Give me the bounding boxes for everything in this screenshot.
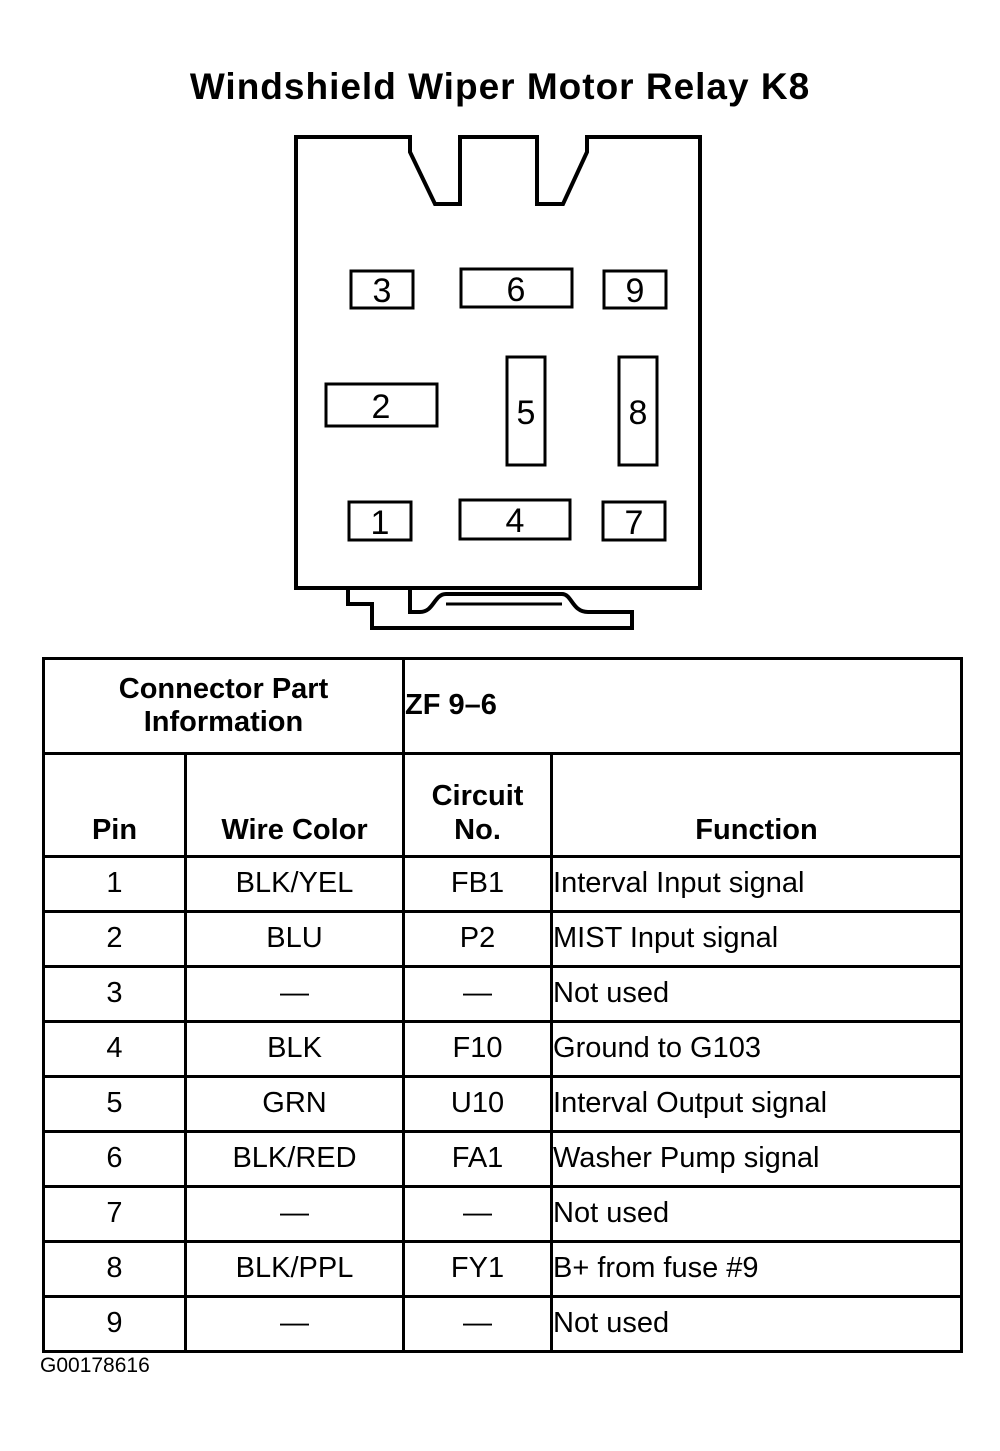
diagram-title: Windshield Wiper Motor Relay K8 — [189, 66, 811, 107]
cell-wire-color: BLK — [183, 1020, 406, 1078]
pin-cavity-4 — [458, 498, 572, 541]
connector-latch — [346, 588, 634, 630]
pin-label-9: 9 — [626, 272, 645, 310]
pin-cavity-9 — [602, 269, 668, 310]
connector-housing — [294, 135, 702, 590]
cell-wire-color: — — [183, 965, 406, 1023]
table-row: 6 BLK/RED FA1 Washer Pump signal — [42, 1130, 964, 1188]
cell-pin: 7 — [42, 1185, 187, 1243]
connector-part-value: ZF 9–6 — [402, 657, 964, 755]
pin-label-4: 4 — [506, 502, 525, 540]
cell-circuit: U10 — [402, 1075, 554, 1133]
pin-cavity-1 — [347, 500, 413, 542]
cell-pin: 9 — [42, 1295, 187, 1353]
table-row: 7 — — Not used — [42, 1185, 964, 1243]
cell-circuit: — — [402, 1185, 554, 1243]
figure-id: G00178616 — [40, 1354, 150, 1377]
cell-function: Not used — [550, 1185, 964, 1243]
cell-function: Interval Input signal — [550, 855, 964, 913]
pin-label-7: 7 — [625, 504, 644, 542]
cell-wire-color: — — [183, 1185, 406, 1243]
cell-function: Interval Output signal — [550, 1075, 964, 1133]
cell-function: Not used — [550, 965, 964, 1023]
cell-wire-color: — — [183, 1295, 406, 1353]
table-row: 1 BLK/YEL FB1 Interval Input signal — [42, 855, 964, 913]
cell-circuit: P2 — [402, 910, 554, 968]
cell-function: Not used — [550, 1295, 964, 1353]
pin-cavity-7 — [601, 500, 667, 542]
table-row: 8 BLK/PPL FY1 B+ from fuse #9 — [42, 1240, 964, 1298]
column-header-row: Pin Wire Color Circuit No. Function — [42, 752, 964, 858]
pin-label-6: 6 — [507, 271, 526, 309]
cell-pin: 1 — [42, 855, 187, 913]
pin-label-3: 3 — [373, 272, 392, 310]
cell-function: B+ from fuse #9 — [550, 1240, 964, 1298]
pin-label-1: 1 — [371, 504, 390, 542]
pin-label-2: 2 — [372, 388, 391, 426]
cell-wire-color: GRN — [183, 1075, 406, 1133]
cell-function: Washer Pump signal — [550, 1130, 964, 1188]
header-circuit: Circuit No. — [402, 752, 554, 858]
cell-wire-color: BLK/PPL — [183, 1240, 406, 1298]
cell-circuit: — — [402, 965, 554, 1023]
table-row: 4 BLK F10 Ground to G103 — [42, 1020, 964, 1078]
table-row: 5 GRN U10 Interval Output signal — [42, 1075, 964, 1133]
cell-pin: 8 — [42, 1240, 187, 1298]
cell-pin: 6 — [42, 1130, 187, 1188]
header-function: Function — [550, 752, 964, 858]
cell-circuit: FA1 — [402, 1130, 554, 1188]
pin-cavity-8 — [617, 355, 659, 467]
cell-pin: 3 — [42, 965, 187, 1023]
cell-pin: 5 — [42, 1075, 187, 1133]
pin-cavity-5 — [505, 355, 547, 467]
cell-circuit: F10 — [402, 1020, 554, 1078]
relay-connector-diagram: 3 6 9 2 5 8 1 4 7 — [294, 135, 702, 630]
connector-info-row: Connector Part Information ZF 9–6 — [41, 657, 964, 755]
cell-pin: 4 — [42, 1020, 187, 1078]
header-pin: Pin — [42, 752, 187, 858]
connector-part-label: Connector Part Information — [41, 657, 406, 755]
table-row: 9 — — Not used — [42, 1295, 964, 1353]
table-row: 2 BLU P2 MIST Input signal — [42, 910, 964, 968]
table-row: 3 — — Not used — [42, 965, 964, 1023]
cell-function: Ground to G103 — [550, 1020, 964, 1078]
cell-wire-color: BLK/RED — [183, 1130, 406, 1188]
cell-pin: 2 — [42, 910, 187, 968]
pin-cavity-2 — [324, 382, 439, 428]
cell-circuit: FY1 — [402, 1240, 554, 1298]
pin-cavity-3 — [349, 269, 415, 310]
pin-label-8: 8 — [629, 394, 648, 432]
pin-cavity-6 — [459, 267, 574, 309]
pin-label-5: 5 — [517, 394, 536, 432]
pinout-table: Connector Part Information ZF 9–6 Pin Wi… — [41, 657, 964, 1353]
cell-circuit: — — [402, 1295, 554, 1353]
cell-function: MIST Input signal — [550, 910, 964, 968]
cell-wire-color: BLK/YEL — [183, 855, 406, 913]
cell-wire-color: BLU — [183, 910, 406, 968]
header-wire-color: Wire Color — [183, 752, 406, 858]
cell-circuit: FB1 — [402, 855, 554, 913]
